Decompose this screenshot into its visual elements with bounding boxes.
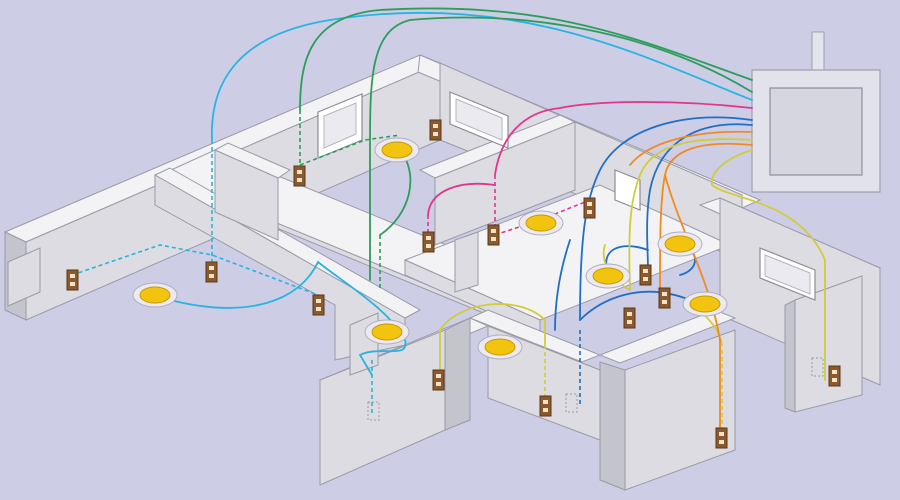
wire-yellow-3 xyxy=(439,303,546,346)
wall-outlet-icon xyxy=(715,427,728,449)
wall-outlet-icon xyxy=(658,287,671,309)
window-left-room-pane xyxy=(323,102,357,149)
wire-blue-5 xyxy=(554,239,571,331)
ceiling-light-icon xyxy=(518,210,564,236)
wiring xyxy=(71,7,826,431)
wire-green-1 xyxy=(299,7,753,111)
wire-blue-1 xyxy=(579,116,753,321)
wall-far-right-side xyxy=(784,299,796,413)
wire-magenta-run xyxy=(494,199,591,236)
window-back-room-pane xyxy=(455,98,503,141)
wall-left-interior-face xyxy=(154,174,406,361)
wall-left-notch xyxy=(7,247,41,307)
junction-box-icon xyxy=(811,357,824,377)
wall-outlet-icon xyxy=(487,224,500,246)
ceiling-light-icon xyxy=(477,334,523,360)
ceiling-light-icon xyxy=(657,231,703,257)
wire-yellow-1 xyxy=(628,138,753,291)
ceiling-lights xyxy=(132,137,728,360)
wire-magenta-2 xyxy=(427,182,496,216)
panel-door xyxy=(769,87,863,176)
wire-cyan-main xyxy=(211,11,753,141)
ceiling-light-bulb xyxy=(689,295,721,313)
wall-outlet-icon xyxy=(828,365,841,387)
ceiling-light-bulb xyxy=(371,323,403,341)
ceiling-light-bulb xyxy=(525,214,557,232)
wire-blue-3 xyxy=(579,290,691,321)
wire-magenta-1 xyxy=(494,101,753,176)
wall-outlet-icon xyxy=(639,264,652,286)
ceiling-light-bulb xyxy=(592,267,624,285)
wall-front-right-side xyxy=(599,361,626,491)
wall-outlet-icon xyxy=(429,119,442,141)
junction-box-icon xyxy=(565,393,578,413)
ceiling-light-bulb xyxy=(484,338,516,356)
wall-partition-1-face xyxy=(214,149,279,241)
wire-cyan-light-2 xyxy=(317,261,407,376)
wall-outlet-icon xyxy=(583,197,596,219)
wall-outlet-icon xyxy=(205,261,218,283)
panel-conduit xyxy=(811,31,825,71)
ceiling-light-icon xyxy=(374,137,420,163)
wall-partition-2-face xyxy=(434,121,576,246)
wall-column-2 xyxy=(454,231,479,293)
wall-front-left-side xyxy=(444,317,471,431)
wall-outlet-icon xyxy=(623,307,636,329)
wall-outlet-icon xyxy=(422,231,435,253)
wire-yellow-2 xyxy=(710,149,826,381)
ceiling-light-icon xyxy=(364,319,410,345)
window-right-room-pane xyxy=(764,254,811,295)
wall-outlet-icon xyxy=(66,269,79,291)
ceiling-light-bulb xyxy=(381,141,413,159)
wire-cyan-light xyxy=(169,261,319,309)
wall-outlet-icon xyxy=(312,294,325,316)
wire-orange-2 xyxy=(664,174,721,431)
wall-outlet-icon xyxy=(432,369,445,391)
wall-outlets xyxy=(66,119,841,449)
wall-front-right-top xyxy=(598,309,737,364)
windows xyxy=(317,91,816,301)
ceiling-light-icon xyxy=(132,282,178,308)
ceiling-light-bulb xyxy=(139,286,171,304)
wire-orange-3 xyxy=(629,130,753,166)
ceiling-light-bulb xyxy=(664,235,696,253)
wall-outlet-icon xyxy=(539,395,552,417)
wire-green-2 xyxy=(369,16,753,281)
ceiling-light-icon xyxy=(682,291,728,317)
wire-blue-2 xyxy=(646,123,753,271)
wall-outlet-icon xyxy=(293,165,306,187)
junction-box-icon xyxy=(367,401,380,421)
ceiling-light-icon xyxy=(585,263,631,289)
wire-green-1-run xyxy=(299,134,401,166)
service-panel-icon xyxy=(751,31,881,193)
